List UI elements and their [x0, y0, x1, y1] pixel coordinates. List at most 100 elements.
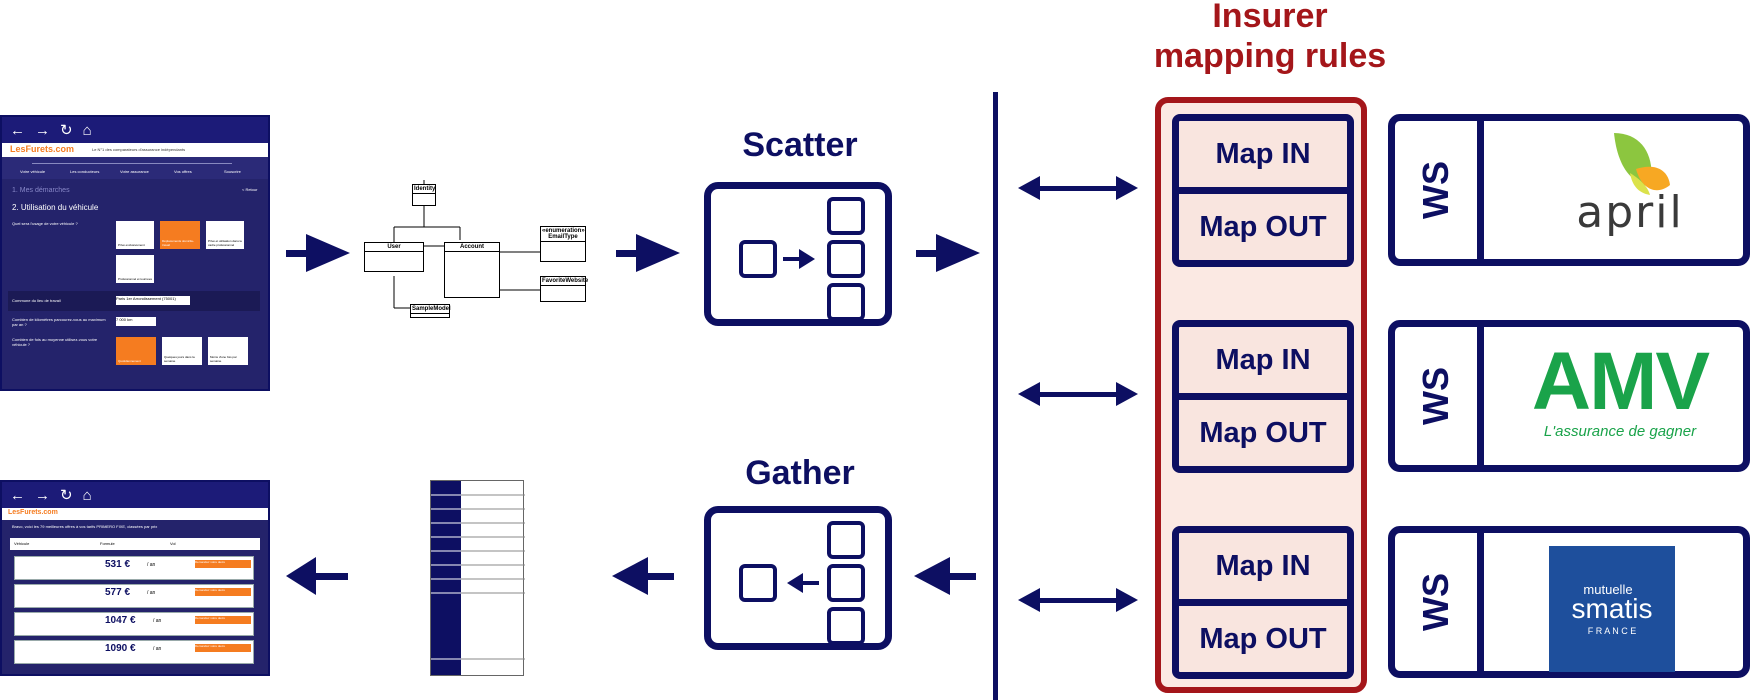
price-row[interactable]: 1090 € / an Demandez votre devis [14, 640, 254, 664]
step-4: Vos offres [174, 169, 192, 174]
ws-label-1: WS [1415, 161, 1456, 219]
table-grid [431, 494, 525, 660]
forward-icon: → [35, 121, 50, 139]
browser-nav-bar: ← → ↻ ⌂ [2, 482, 268, 508]
ws-label-3: WS [1415, 573, 1456, 631]
usage-option-selected[interactable]: Déplacements domicile-travail [160, 221, 200, 249]
flow-arrow-4 [286, 557, 348, 595]
quote-button[interactable]: Demandez votre devis [195, 644, 251, 652]
ws-divider [1477, 114, 1484, 266]
uml-class-emailtype: «enumeration» EmailType [540, 226, 586, 262]
freq-option-selected[interactable]: Quotidiennement [116, 337, 156, 365]
price-row[interactable]: 1047 € / an Demandez votre devis [14, 612, 254, 636]
home-icon: ⌂ [82, 121, 92, 139]
browser-nav-bar: ← → ↻ ⌂ [2, 117, 268, 143]
map-in-1: Map IN [1172, 114, 1354, 194]
freq-option[interactable]: Moins d'une fois par semaine [208, 337, 248, 365]
smatis-line3: F R A N C E [1587, 626, 1637, 636]
quote-button[interactable]: Demandez votre devis [195, 616, 251, 624]
forward-icon: → [35, 486, 50, 504]
commune-row: Commune du lieu de travail Paris 1er Arr… [8, 291, 260, 311]
commune-input[interactable]: Paris 1er Arrondissement (75001) [116, 296, 190, 305]
ws-box-april: WS april [1388, 114, 1750, 266]
insurer-mapping-title: Insurer mapping rules [1090, 0, 1450, 76]
step-1: Votre véhicule [20, 169, 46, 174]
scatter-label: Scatter [742, 126, 858, 164]
results-intro: Bravo, voici les 79 meilleures offres à … [12, 524, 158, 529]
form-header: LesFurets.com Le N°1 des comparateurs d'… [2, 143, 268, 157]
reload-icon: ↻ [60, 487, 73, 504]
ws-box-amv: WS AMV L'assurance de gagner [1388, 320, 1750, 472]
uml-class-account: Account [444, 242, 500, 298]
price-row[interactable]: 577 € / an Demandez votre devis [14, 584, 254, 608]
smatis-line2: smatis [1571, 593, 1653, 624]
map-out-1: Map OUT [1172, 187, 1354, 267]
data-table-icon [430, 480, 525, 676]
uml-diagram: Identity User Account «enumeration» Emai… [360, 180, 590, 320]
section-1: 1. Mes démarches [12, 187, 70, 194]
double-arrow-3 [1018, 588, 1138, 612]
uml-class-favoritewebsite: FavoriteWebsite [540, 276, 588, 302]
double-arrow-1 [1018, 176, 1138, 200]
scatter-box [704, 182, 892, 326]
freq-option[interactable]: Quelques jours dans la semaine [162, 337, 202, 365]
flow-arrow-5 [612, 557, 674, 595]
title-line1: Insurer [1212, 0, 1328, 35]
back-icon: ← [10, 121, 25, 139]
usage-option[interactable]: Privé et utilisation dans le cadre profe… [206, 221, 244, 249]
amv-tagline: L'assurance de gagner [1543, 423, 1697, 440]
april-logo-text: april [1576, 187, 1684, 238]
quote-button[interactable]: Demandez votre devis [195, 560, 251, 568]
ws-divider [1477, 526, 1484, 678]
uml-class-samplemodel: SampleModel [410, 304, 451, 318]
map-out-3: Map OUT [1172, 599, 1354, 679]
uml-class-user: User [364, 242, 424, 272]
brand-logo: LesFurets.com [10, 144, 75, 154]
ws-box-smatis: WS mutuelle smatis F R A N C E [1388, 526, 1750, 678]
step-5: Souscrire [224, 169, 241, 174]
amv-logo-text: AMV [1531, 336, 1710, 427]
km-select[interactable]: 7 000 km [116, 317, 156, 326]
amv-logo: AMV L'assurance de gagner [1490, 327, 1750, 465]
ws-divider [1477, 320, 1484, 472]
filter-bar: Véhicule Formule Vol [10, 538, 260, 550]
brand-tagline: Le N°1 des comparateurs d'assurance indé… [92, 147, 186, 152]
title-line2: mapping rules [1153, 37, 1387, 75]
map-in-3: Map IN [1172, 526, 1354, 606]
scatter-icon [739, 197, 865, 319]
usage-option[interactable]: Professionnel et tournées [116, 255, 154, 283]
ws-label-2: WS [1415, 367, 1456, 425]
usage-option[interactable]: Privé exclusivement [116, 221, 154, 249]
double-arrow-2 [1018, 382, 1138, 406]
divider-line [993, 92, 998, 700]
home-icon: ⌂ [82, 486, 92, 504]
reload-icon: ↻ [60, 122, 73, 139]
smatis-line1: mutuelle [1583, 582, 1633, 597]
gather-label: Gather [745, 454, 855, 492]
april-leaf-icon [1614, 133, 1670, 195]
flow-arrow-1 [286, 234, 350, 272]
uml-class-identity: Identity [412, 184, 436, 206]
map-in-2: Map IN [1172, 320, 1354, 400]
results-header: LesFurets.com [2, 508, 268, 520]
flow-arrow-2 [616, 234, 680, 272]
flow-arrow-3 [916, 234, 980, 272]
form-browser-screenshot: ← → ↻ ⌂ LesFurets.com Le N°1 des compara… [0, 115, 270, 391]
step-2: Les conducteurs [70, 169, 100, 174]
gather-box [704, 506, 892, 650]
brand-logo: LesFurets.com [8, 509, 58, 516]
back-link: < Retour [242, 187, 258, 192]
commune-label: Commune du lieu de travail [12, 298, 61, 303]
progress-steps: Votre véhicule Les conducteurs Votre ass… [2, 157, 268, 179]
km-label: Combien de kilomètres parcourez-vous au … [12, 317, 106, 327]
results-browser-screenshot: ← → ↻ ⌂ LesFurets.com Bravo, voici les 7… [0, 480, 270, 676]
flow-arrow-6 [914, 557, 976, 595]
quote-button[interactable]: Demandez votre devis [195, 588, 251, 596]
question-usage: Quel sera l'usage de votre véhicule ? [12, 221, 78, 226]
price-row[interactable]: 531 € / an Demandez votre devis [14, 556, 254, 580]
smatis-logo: mutuelle smatis F R A N C E [1549, 546, 1675, 672]
frequency-label: Combien de fois au moyenne utilisez-vous… [12, 337, 98, 347]
section-2: 2. Utilisation du véhicule [12, 203, 99, 212]
april-logo: april [1490, 121, 1750, 259]
step-3: Votre assurance [120, 169, 149, 174]
